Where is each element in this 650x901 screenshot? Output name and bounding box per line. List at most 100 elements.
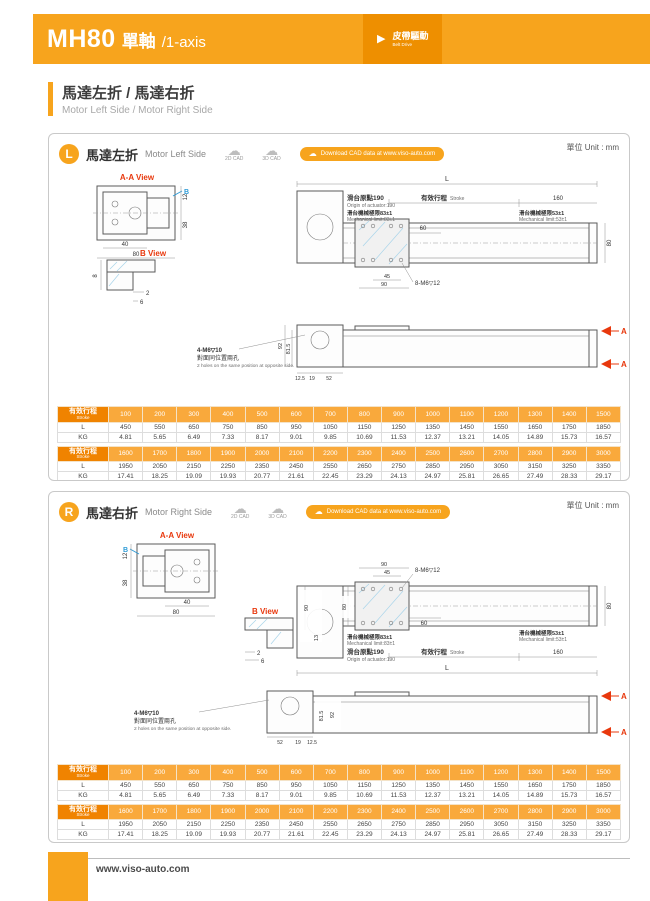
stroke-column-header: 100 bbox=[107, 764, 144, 781]
value-cell: 3150 bbox=[517, 819, 553, 831]
value-cell: 5.65 bbox=[142, 789, 178, 801]
value-cell: 3150 bbox=[517, 461, 553, 473]
value-cell: 26.65 bbox=[483, 829, 519, 841]
value-cell: 1750 bbox=[551, 779, 587, 791]
holes-4-label: 4-M6▽10 bbox=[134, 711, 160, 717]
badge-l: L bbox=[59, 144, 79, 164]
value-cell: 11.53 bbox=[380, 431, 417, 443]
stroke-column-header: 2600 bbox=[449, 803, 485, 821]
stroke-label-cn: 有效行程 bbox=[421, 193, 448, 202]
cad-3d-button[interactable]: ☁ 3D CAD bbox=[268, 502, 286, 520]
value-cell: 18.25 bbox=[142, 829, 178, 841]
origin-label-en: Origin of actuator:190 bbox=[347, 657, 395, 663]
footer-divider bbox=[48, 858, 630, 859]
triangle-icon: ▶ bbox=[377, 32, 386, 45]
value-cell: 24.97 bbox=[415, 829, 451, 841]
section-subtitle: Motor Left Side / Motor Right Side bbox=[62, 105, 213, 116]
panel-right-header: R 馬達右折 Motor Right Side ☁ 2D CAD ☁ 3D CA… bbox=[49, 492, 629, 526]
value-cell: 4.81 bbox=[107, 431, 144, 443]
side-view-drawing bbox=[296, 324, 598, 368]
aa-view-drawing bbox=[93, 185, 183, 241]
stroke-column-header: 600 bbox=[278, 764, 314, 781]
b-marker-label: B bbox=[184, 189, 189, 196]
dim-90: 90 bbox=[381, 562, 387, 568]
b-view-label: B View bbox=[252, 607, 279, 616]
value-cell: 2650 bbox=[346, 819, 383, 831]
value-cell: 1150 bbox=[346, 779, 383, 791]
stroke-column-header: 1200 bbox=[483, 764, 519, 781]
value-cell: 3050 bbox=[483, 461, 519, 473]
stroke-column-header: 2300 bbox=[346, 803, 383, 821]
stroke-column-header: 2200 bbox=[312, 445, 348, 463]
dim-92: 92 bbox=[330, 712, 336, 718]
value-cell: 1850 bbox=[585, 779, 622, 791]
section-arrow-a-bottom bbox=[601, 727, 619, 737]
dim-80-rail: 80 bbox=[607, 239, 613, 246]
value-cell: 18.25 bbox=[142, 471, 178, 480]
value-cell: 13.21 bbox=[449, 789, 485, 801]
value-cell: 7.33 bbox=[210, 431, 246, 443]
stroke-column-header: 1900 bbox=[210, 445, 246, 463]
stroke-column-header: 2700 bbox=[483, 803, 519, 821]
value-cell: 19.09 bbox=[176, 471, 212, 480]
axis-type-en: /1-axis bbox=[161, 33, 206, 51]
dim-L: L bbox=[445, 176, 449, 183]
cloud-download-icon: ☁ bbox=[308, 149, 317, 158]
stroke-column-header: 1400 bbox=[551, 406, 587, 423]
stroke-column-header: 2800 bbox=[517, 445, 553, 463]
value-cell: 19.93 bbox=[210, 829, 246, 841]
value-cell: 850 bbox=[244, 779, 280, 791]
holes-4-label-en: 2 holes on the same position at opposite… bbox=[197, 363, 294, 369]
row-label: KG bbox=[57, 789, 109, 801]
stroke-column-header: 2500 bbox=[415, 803, 451, 821]
stroke-column-header: 2000 bbox=[244, 445, 280, 463]
value-cell: 850 bbox=[244, 421, 280, 433]
dim-12: 12 bbox=[123, 552, 129, 559]
mech53-label-cn: 滑台機械極限53±1 bbox=[519, 209, 564, 217]
dim-52: 52 bbox=[277, 740, 283, 746]
site-url: www.viso-auto.com bbox=[96, 864, 190, 875]
value-cell: 750 bbox=[210, 421, 246, 433]
value-cell: 25.81 bbox=[449, 829, 485, 841]
value-cell: 12.37 bbox=[415, 431, 451, 443]
dim-60: 60 bbox=[420, 226, 427, 232]
cad-3d-button[interactable]: ☁ 3D CAD bbox=[262, 144, 281, 162]
value-cell: 9.85 bbox=[312, 431, 348, 443]
stroke-column-header: 1600 bbox=[107, 445, 144, 463]
stroke-column-header: 2700 bbox=[483, 445, 519, 463]
stroke-column-header: 500 bbox=[244, 406, 280, 423]
value-cell: 650 bbox=[176, 421, 212, 433]
value-cell: 3250 bbox=[551, 819, 587, 831]
download-cad-button[interactable]: ☁ Download CAD data at www.viso-auto.com bbox=[305, 505, 451, 519]
stroke-column-header: 3000 bbox=[585, 445, 622, 463]
value-cell: 1250 bbox=[380, 779, 417, 791]
b-view-drawing bbox=[244, 617, 294, 649]
dim-13: 13 bbox=[314, 635, 320, 641]
cad-2d-button[interactable]: ☁ 2D CAD bbox=[231, 502, 249, 520]
dim-45: 45 bbox=[384, 570, 390, 576]
stroke-column-header: 1700 bbox=[142, 445, 178, 463]
stroke-column-header: 1000 bbox=[415, 764, 451, 781]
side-view-drawing bbox=[266, 690, 598, 734]
mech83-label-en: Mechanical limit:83±1 bbox=[347, 217, 395, 223]
download-cad-button[interactable]: ☁ Download CAD data at www.viso-auto.com bbox=[299, 147, 445, 161]
value-cell: 2650 bbox=[346, 461, 383, 473]
drawing-area-left: A-A View B 40 80 12 38 B View bbox=[49, 168, 629, 402]
cad-2d-button[interactable]: ☁ 2D CAD bbox=[225, 144, 243, 162]
dim-8: 8 bbox=[93, 274, 99, 278]
top-view-drawing bbox=[296, 190, 598, 268]
cad-3d-label: 3D CAD bbox=[262, 156, 281, 162]
mech53-label-cn: 滑台機械極限53±1 bbox=[519, 629, 564, 637]
b-marker-label: B bbox=[123, 547, 128, 554]
row-label: KG bbox=[57, 829, 109, 841]
